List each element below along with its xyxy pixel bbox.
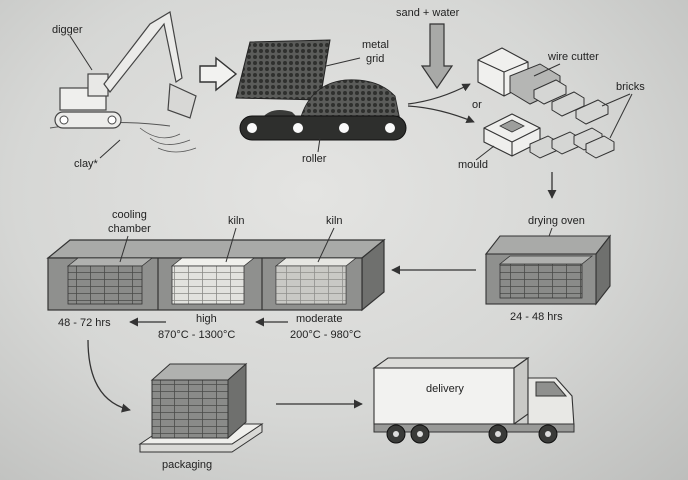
drying-oven-label: drying oven [528,215,585,227]
cooling-chamber-label-line1: cooling [112,209,147,221]
high-kiln-bricks [170,257,256,305]
digger-pointer [69,35,93,71]
delivery-truck [372,356,575,444]
outline-arrow-right [199,56,238,92]
high-label: high [196,313,217,325]
clay-pointer [99,139,121,159]
wire-cutter-label: wire cutter [547,51,599,63]
cooling-chamber-pointer [119,235,129,263]
bricks-label: bricks [616,81,645,93]
or-arrow-up [407,83,471,105]
drying-time-label: 24 - 48 hrs [510,311,563,323]
moderate-temp-label: 200°C - 980°C [290,329,361,341]
cooling-chamber-label-line2: chamber [108,223,151,235]
metal-grid-label-line2: grid [366,53,384,65]
packaging-pallet [138,362,264,453]
arrow-to-packaging [87,339,131,413]
kiln-right-label: kiln [326,215,343,227]
digger-illustration [49,11,197,153]
or-arrow-down [407,105,475,124]
kiln-left-label: kiln [228,215,245,227]
drying-oven-box [484,234,612,306]
metal-grid-illustration [235,39,331,101]
moderate-kiln-bricks [274,257,358,305]
roller-conveyor [239,115,407,141]
bricks-pointer-bottom [609,93,633,139]
metal-grid-pointer [325,57,361,67]
cooling-time-label: 48 - 72 hrs [58,317,111,329]
cooling-chamber-bricks [66,257,154,305]
metal-grid-label-line1: metal [362,39,389,51]
mould-illustration [483,113,615,159]
bricks-pointer-top [601,93,631,107]
sand-water-arrow [420,23,454,90]
high-temp-label: 870°C - 1300°C [158,329,235,341]
kiln-left-pointer [225,227,237,263]
delivery-label: delivery [426,383,464,395]
moderate-label: moderate [296,313,342,325]
or-label: or [472,99,482,111]
kiln-right-pointer [317,227,335,263]
clay-label: clay* [74,158,99,170]
roller-label: roller [302,153,327,165]
sand-water-label: sand + water [396,7,460,19]
digger-label: digger [52,24,83,36]
packaging-label: packaging [162,459,212,471]
mould-label: mould [458,159,488,171]
roller-pointer [317,137,321,153]
wire-cutter-illustration [477,47,609,125]
wire-cutter-pointer [533,63,561,77]
mould-pointer [475,145,495,161]
